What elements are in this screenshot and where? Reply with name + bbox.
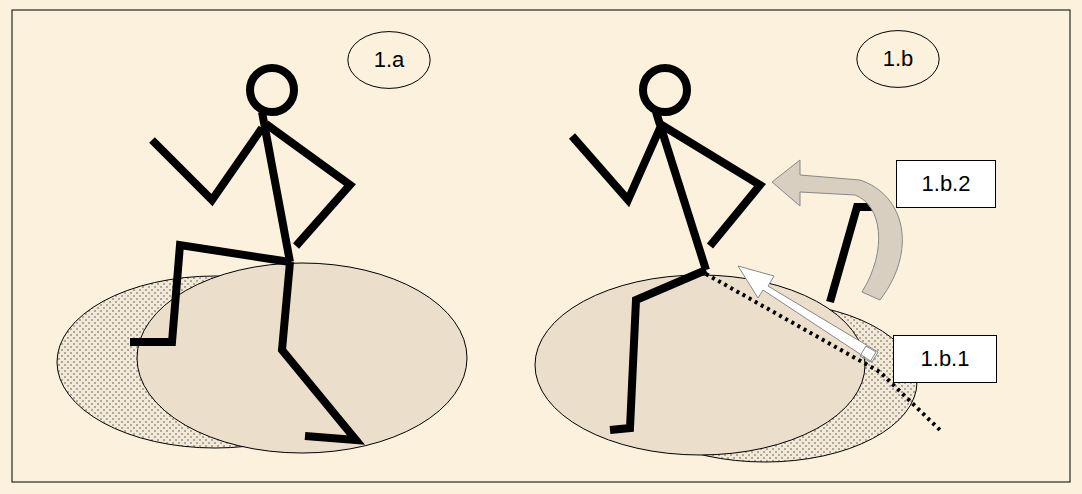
illustration-part [660, 124, 760, 246]
illustration-part [772, 160, 902, 300]
label-ellipse: 1.a [347, 31, 431, 89]
illustration-part [535, 275, 865, 455]
figure-label: 1.b [883, 47, 914, 71]
figure-label: 1.a [374, 48, 405, 72]
illustration-part [250, 68, 294, 112]
illustration-part [643, 68, 687, 112]
label-ellipse: 1.b [856, 30, 940, 88]
figure-b [535, 68, 942, 462]
illustration-part [130, 68, 356, 440]
illustration-part [130, 245, 290, 342]
figure-label: 1.b.2 [922, 172, 971, 196]
ellipse-shape [348, 32, 430, 89]
ellipse-shape [857, 31, 939, 88]
illustration-part [266, 124, 350, 246]
illustration-part [738, 266, 878, 362]
label-box: 1.b.1 [893, 335, 997, 383]
illustration-part [610, 270, 706, 430]
illustration-part [137, 263, 467, 453]
illustration-part [152, 128, 262, 200]
figure-a [57, 68, 467, 453]
illustration-part [572, 68, 890, 430]
illustration-part [860, 346, 876, 362]
figure-label: 1.b.1 [921, 347, 970, 371]
illustration-part [572, 128, 660, 200]
label-box: 1.b.2 [896, 160, 996, 208]
frame [12, 10, 1070, 482]
illustration-part [282, 262, 356, 440]
